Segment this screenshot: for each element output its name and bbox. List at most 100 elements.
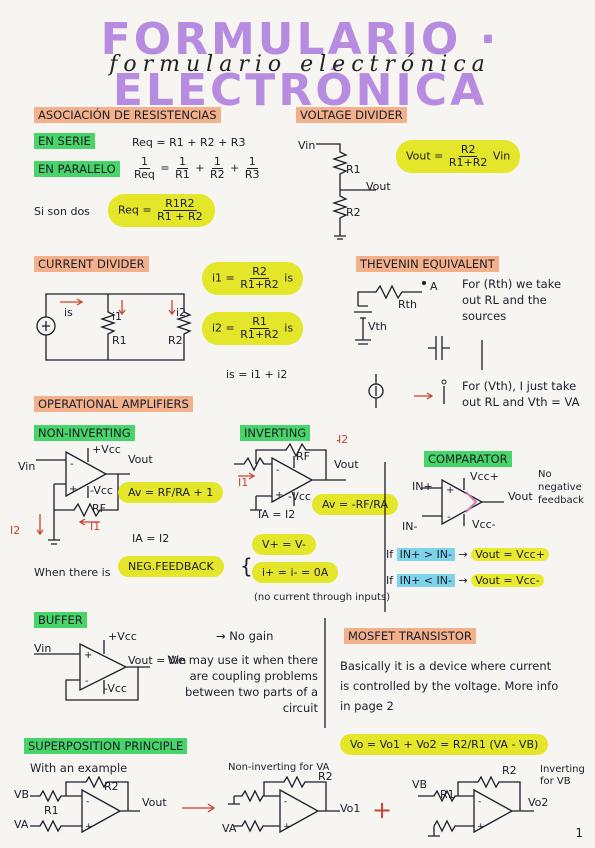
superposition-circuit-noninv: - +: [228, 776, 340, 834]
current-divider-circuit: [36, 293, 193, 361]
svg-text:+: +: [446, 485, 454, 496]
noninv-vout: Vout: [128, 453, 153, 466]
svg-text:-: -: [70, 459, 74, 470]
sp-inv-r2: R2: [502, 764, 517, 777]
thevenin-rth-label: Rth: [398, 298, 417, 311]
voltage-divider-circuit: [316, 143, 376, 240]
divider-line: [384, 462, 386, 612]
noninv-vin: Vin: [18, 460, 36, 473]
superposition-inv: Inverting for VB: [540, 764, 585, 787]
svg-text:+: +: [84, 650, 92, 661]
vd-vin-label: Vin: [298, 139, 316, 152]
divider-line-2: [324, 618, 326, 728]
svg-text:+: +: [283, 822, 291, 832]
section-header-resistances: ASOCIACIÓN DE RESISTENCIAS: [34, 107, 221, 123]
superposition-formula: Vo = Vo1 + Vo2 = R2/R1 (VA - VB): [340, 734, 549, 755]
svg-text:-: -: [478, 797, 481, 807]
cond1: If IN+ > IN- → Vout = Vcc+: [386, 548, 549, 561]
inv-vcc-neg: -Vcc: [288, 490, 311, 503]
comp-in-neg: IN-: [402, 520, 418, 533]
rule-no-current: (no current through inputs): [254, 592, 391, 603]
sp-va: VA: [14, 818, 29, 831]
buffer-nogain: → No gain: [216, 629, 274, 643]
vd-r2-label: R2: [346, 206, 361, 219]
neg-feedback-tag: NEG.FEEDBACK: [118, 556, 224, 577]
noninverting-tag: NON-INVERTING: [34, 425, 135, 441]
sp-r2: R2: [104, 780, 119, 793]
noninv-vcc-pos: +Vcc: [92, 443, 121, 456]
sp-plus: +: [372, 796, 393, 824]
buffer-tag: BUFFER: [34, 612, 87, 628]
noninv-vcc-neg: -Vcc: [90, 484, 113, 497]
rules-brace: {: [240, 554, 253, 578]
cd-sum: is = i1 + i2: [226, 368, 288, 381]
sp-vout: Vout: [142, 796, 167, 809]
thevenin-vth-label: Vth: [368, 320, 387, 333]
sp-inv-r1: R1: [440, 788, 455, 801]
svg-text:+: +: [69, 484, 77, 495]
page-subtitle-script: formulario electrónica: [109, 52, 491, 77]
series-formula: Req = R1 + R2 + R3: [132, 136, 246, 149]
inverting-tag: INVERTING: [240, 425, 311, 441]
svg-text:+: +: [275, 490, 283, 501]
page-number: 1: [575, 826, 583, 840]
inv-rf: RF: [296, 450, 310, 463]
inv-i1: I1: [238, 476, 249, 489]
thevenin-a-label: A: [430, 280, 438, 293]
noninv-currents-eq: IA = I2: [132, 532, 170, 545]
vd-r1-label: R1: [346, 163, 361, 176]
neg-feedback-when: When there is: [34, 566, 111, 579]
svg-text:-: -: [85, 676, 89, 687]
cd-i1-label: i1: [112, 310, 123, 323]
svg-text:-: -: [86, 797, 89, 807]
page-title: FORMULARIO · ELECTRÓNICA: [100, 14, 500, 116]
section-header-current-divider: CURRENT DIVIDER: [34, 256, 149, 272]
inv-i2: I2: [338, 433, 349, 446]
cd-i2-label: i2: [176, 306, 187, 319]
inverting-opamp-circuit: - +: [234, 440, 346, 511]
buffer-vout: Vout = Vin: [128, 654, 187, 667]
svg-text:-: -: [276, 465, 280, 476]
two-resistors-text: Si son dos: [34, 205, 90, 218]
comp-note: No negative feedback: [538, 469, 584, 506]
cd-is-label: is: [64, 306, 73, 319]
comp-vout: Vout: [508, 490, 533, 503]
cd-r2-label: R2: [168, 334, 183, 347]
comp-vcc-pos: Vcc+: [470, 470, 499, 483]
thevenin-rth-note: For (Rth) we take out RL and the sources: [462, 277, 562, 323]
section-header-voltage-divider: VOLTAGE DIVIDER: [296, 107, 407, 123]
superposition-noninv: Non-inverting for VA: [228, 762, 330, 773]
thevenin-circuit: [354, 281, 450, 408]
comparator-circuit: + -: [422, 478, 504, 526]
sp-vo1: Vo1: [340, 802, 361, 815]
cd-r1-label: R1: [112, 334, 127, 347]
sp-vo2: Vo2: [528, 796, 549, 809]
svg-text:+: +: [85, 822, 93, 832]
section-header-mosfet: MOSFET TRANSISTOR: [344, 628, 476, 644]
buffer-circuit: + -: [34, 640, 150, 701]
buffer-note: We may use it when there are coupling pr…: [167, 653, 318, 715]
svg-text:-: -: [447, 512, 451, 523]
thevenin-arrows: [414, 340, 483, 404]
inv-currents-eq: IA = I2: [258, 508, 296, 521]
comparator-tag: COMPARATOR: [424, 451, 512, 467]
superposition-circuit-full: - +: [30, 776, 140, 834]
rule-v-equal: V+ = V-: [252, 534, 316, 555]
parallel-tag: EN PARALELO: [34, 161, 120, 177]
noninv-i1: I1: [90, 520, 101, 533]
sp-vb: VB: [14, 788, 30, 801]
superposition-example: With an example: [30, 761, 128, 775]
noninv-gain-formula: Av = RF/RA + 1: [118, 482, 224, 503]
sp-noninv-va: VA: [222, 822, 237, 835]
buffer-vcc-neg: -Vcc: [104, 682, 127, 695]
series-tag: EN SERIE: [34, 133, 95, 149]
comp-in-pos: IN+: [412, 480, 433, 493]
vd-vout-label: Vout: [366, 180, 391, 193]
inv-vout: Vout: [334, 458, 359, 471]
section-header-opamps: OPERATIONAL AMPLIFIERS: [34, 396, 193, 412]
